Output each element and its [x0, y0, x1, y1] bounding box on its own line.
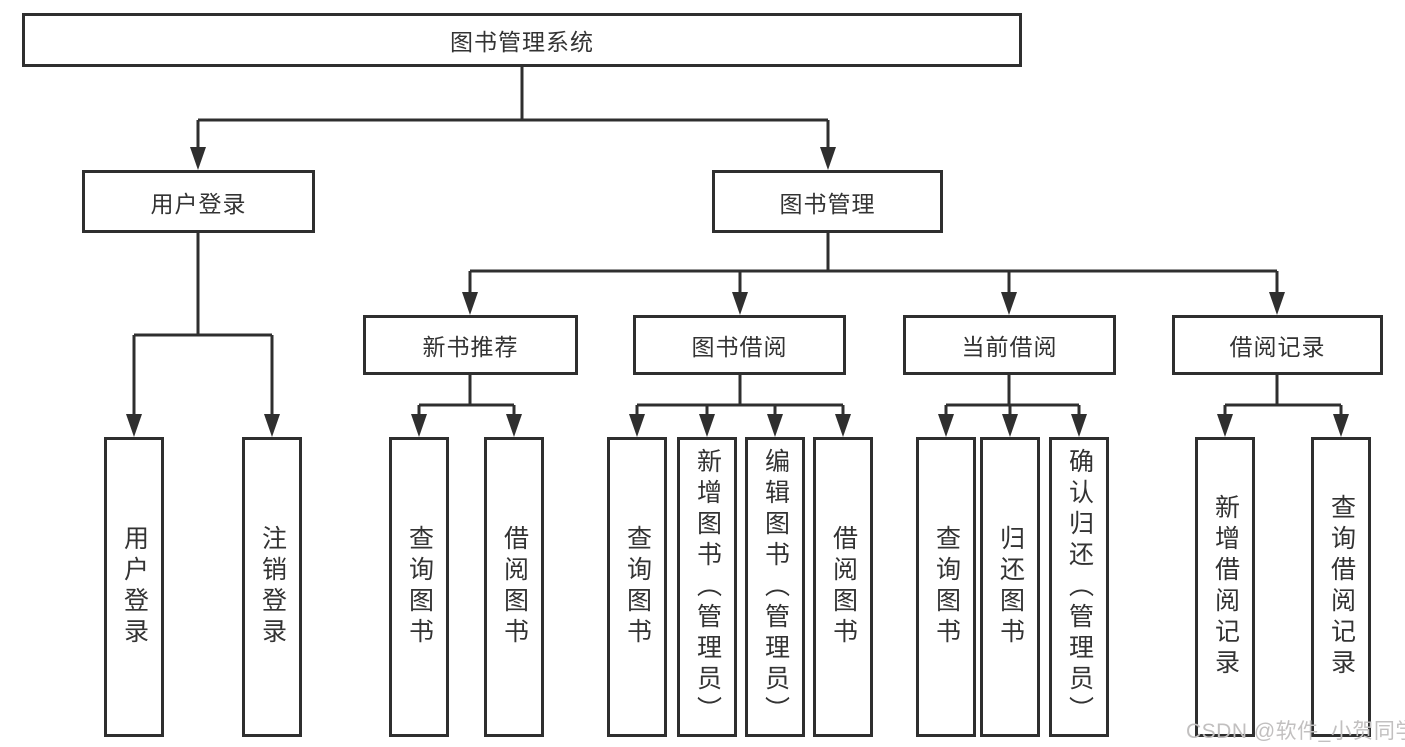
node-label: 新增借阅记录 — [1211, 494, 1240, 680]
node-label: 用户登录 — [150, 190, 247, 217]
node-leaf-query-books-recommend: 查询图书 — [389, 437, 449, 737]
node-label: 新增图书（管理员） — [693, 447, 722, 727]
node-leaf-borrow-books: 借阅图书 — [813, 437, 873, 737]
node-label: 查询借阅记录 — [1327, 494, 1356, 680]
node-label: 借阅图书 — [829, 525, 858, 649]
node-label: 查询图书 — [405, 525, 434, 649]
tree-edges — [132, 67, 1343, 419]
node-label: 注销登录 — [258, 525, 287, 649]
arrowheads — [126, 147, 1349, 437]
node-module-current-borrow: 当前借阅 — [903, 315, 1116, 375]
node-label: 图书借阅 — [691, 334, 788, 360]
node-leaf-edit-books-admin: 编辑图书（管理员） — [745, 437, 805, 737]
node-leaf-user-login: 用户登录 — [104, 437, 164, 737]
node-leaf-confirm-return-admin: 确认归还（管理员） — [1049, 437, 1109, 737]
node-leaf-query-books-current: 查询图书 — [916, 437, 976, 737]
node-label: 借阅记录 — [1229, 334, 1326, 360]
node-label: 归还图书 — [996, 525, 1025, 649]
node-leaf-return-books: 归还图书 — [980, 437, 1040, 737]
node-label: 图书管理 — [779, 190, 876, 217]
node-leaf-borrow-books-recommend: 借阅图书 — [484, 437, 544, 737]
node-leaf-query-borrow-record: 查询借阅记录 — [1311, 437, 1371, 737]
node-branch-user-login: 用户登录 — [82, 170, 315, 233]
node-leaf-add-books-admin: 新增图书（管理员） — [677, 437, 737, 737]
watermark: CSDN @软件_小贺同学 — [1186, 720, 1405, 743]
node-leaf-query-books-borrow: 查询图书 — [607, 437, 667, 737]
node-label: 借阅图书 — [500, 525, 529, 649]
node-label: 当前借阅 — [961, 334, 1058, 360]
node-root: 图书管理系统 — [22, 13, 1022, 67]
node-label: 查询图书 — [932, 525, 961, 649]
node-label: 新书推荐 — [422, 334, 519, 360]
node-label: 用户登录 — [120, 525, 149, 649]
node-label: 查询图书 — [623, 525, 652, 649]
node-leaf-logout: 注销登录 — [242, 437, 302, 737]
node-root-label: 图书管理系统 — [450, 29, 594, 55]
node-module-borrow-records: 借阅记录 — [1172, 315, 1383, 375]
node-leaf-add-borrow-record: 新增借阅记录 — [1195, 437, 1255, 737]
node-branch-book-management: 图书管理 — [712, 170, 943, 233]
node-label: 编辑图书（管理员） — [761, 447, 790, 727]
node-module-book-borrow: 图书借阅 — [633, 315, 846, 375]
node-label: 确认归还（管理员） — [1065, 447, 1094, 727]
node-module-new-book-recommend: 新书推荐 — [363, 315, 578, 375]
